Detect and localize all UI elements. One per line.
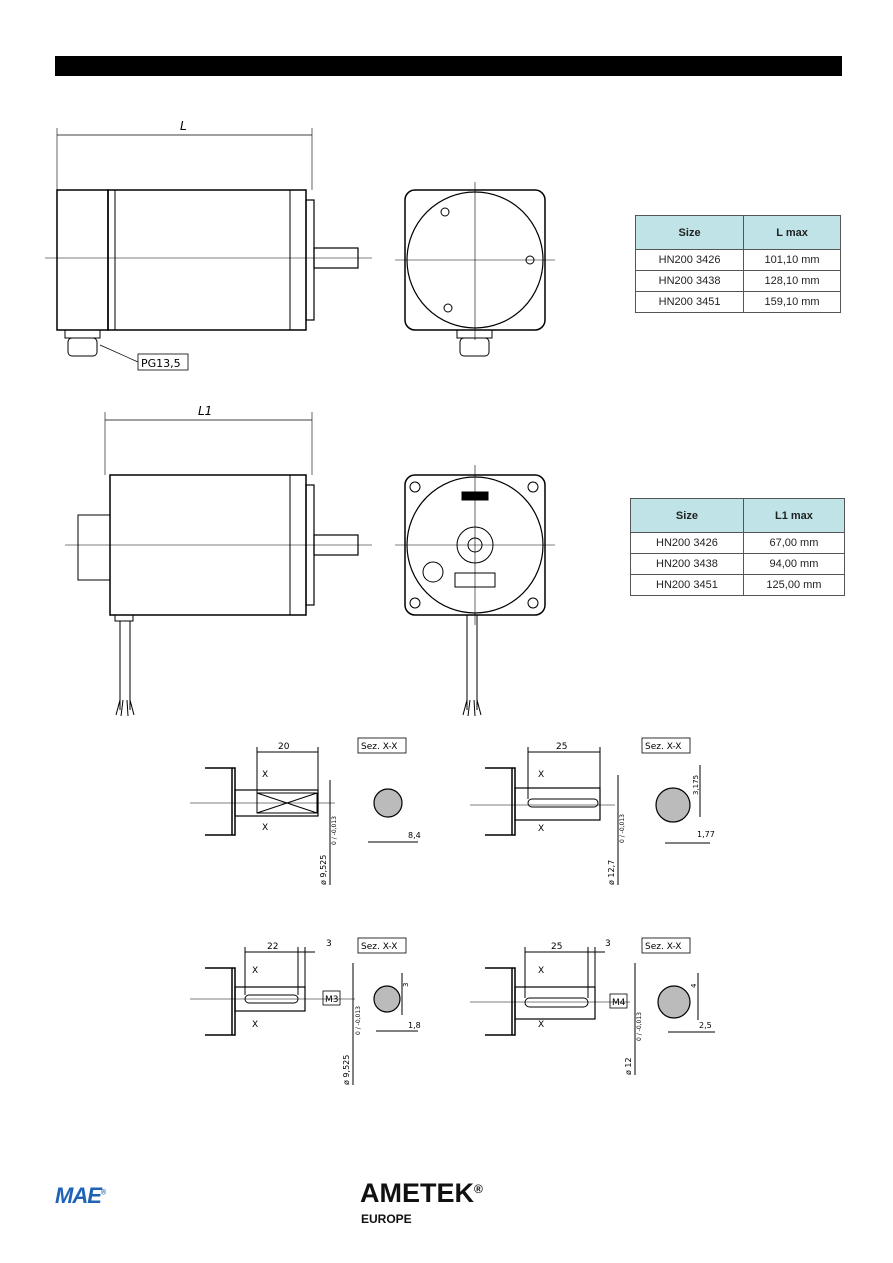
section-label: Sez. X-X <box>645 742 681 752</box>
lmax-cell: 159,10 mm <box>743 291 841 313</box>
shaft-diameter: ø 12,7 <box>607 860 616 885</box>
lmax-cell: 101,10 mm <box>743 249 841 271</box>
thread-label: M3 <box>325 995 339 1005</box>
section-mark: X <box>262 770 268 780</box>
shaft-tolerance: 0 / -0,013 <box>636 1012 643 1041</box>
thread-offset: 3 <box>605 939 611 949</box>
shaft-detail-1: 20 X X ø 9,525 0 / -0,013 Sez. X-X 8,4 <box>190 737 421 885</box>
dim-l1-label: L1 <box>198 404 212 418</box>
size-cell: HN200 3451 <box>634 291 745 313</box>
thread-offset: 3 <box>326 939 332 949</box>
shaft-tolerance: 0 / -0,013 <box>331 816 338 845</box>
shaft-detail-3: M3 22 3 X X ø 9,525 0 / -0,013 Sez. X-X … <box>190 937 421 1085</box>
header-bar <box>55 56 842 76</box>
shaft-length: 25 <box>556 742 567 752</box>
ametek-logo-text: AMETEK <box>360 1178 474 1208</box>
key-width: 3,175 <box>692 775 700 795</box>
shaft-detail-4: M4 25 3 X X ø 12 0 / -0,013 Sez. X-X 4 2… <box>470 937 715 1075</box>
section-mark: X <box>262 823 268 833</box>
europe-label: EUROPE <box>361 1212 412 1226</box>
gland-label: PG13,5 <box>141 357 181 370</box>
motor-side-view-encoderless: L PG13,5 <box>45 119 372 371</box>
key-depth: 2,5 <box>699 1021 712 1030</box>
key-width: 4 <box>690 983 698 988</box>
mae-logo: MAE® <box>55 1183 106 1209</box>
section-mark: X <box>252 966 258 976</box>
col-header-size: Size <box>634 215 745 250</box>
lmax-cell: 128,10 mm <box>743 270 841 292</box>
shaft-detail-2: 25 X X ø 12,7 0 / -0,013 Sez. X-X 3,175 … <box>470 737 715 885</box>
col-header-l1max: L1 max <box>742 498 846 533</box>
section-mark: X <box>538 966 544 976</box>
shaft-length: 20 <box>278 742 290 752</box>
size-cell: HN200 3438 <box>630 553 744 575</box>
mae-logo-text: MAE <box>55 1183 102 1208</box>
section-label: Sez. X-X <box>645 942 681 952</box>
key-depth: 1,77 <box>697 830 715 839</box>
motor-front-view-encoderless <box>395 182 555 357</box>
ametek-logo: AMETEK® <box>360 1178 483 1209</box>
size-cell: HN200 3426 <box>634 249 745 271</box>
col-header-lmax: L max <box>743 215 841 250</box>
l1max-cell: 67,00 mm <box>742 532 846 554</box>
shaft-length: 25 <box>551 942 562 952</box>
section-label: Sez. X-X <box>361 942 397 952</box>
shaft-diameter: ø 9,525 <box>342 1055 351 1085</box>
section-label: Sez. X-X <box>361 742 397 752</box>
section-mark: X <box>538 1020 544 1030</box>
l1max-cell: 125,00 mm <box>742 574 846 596</box>
section-mark: X <box>538 824 544 834</box>
registered-mark: ® <box>100 1189 106 1197</box>
col-header-size: Size <box>630 498 744 533</box>
key-width: 3 <box>402 983 410 987</box>
shaft-diameter: ø 9,525 <box>319 855 328 885</box>
shaft-length: 22 <box>267 942 278 952</box>
key-depth: 1,8 <box>408 1021 421 1030</box>
size-cell: HN200 3426 <box>630 532 744 554</box>
dim-l-label: L <box>180 119 187 133</box>
shaft-tolerance: 0 / -0,013 <box>619 814 626 843</box>
motor-side-view-encoder: L1 <box>65 404 372 717</box>
thread-label: M4 <box>612 998 626 1008</box>
motor-front-view-encoder <box>395 465 555 717</box>
shaft-diameter: ø 12 <box>624 1057 633 1075</box>
l1max-cell: 94,00 mm <box>742 553 846 575</box>
flat-dim: 8,4 <box>408 831 421 840</box>
size-cell: HN200 3438 <box>634 270 745 292</box>
registered-mark: ® <box>474 1182 483 1196</box>
size-cell: HN200 3451 <box>630 574 744 596</box>
shaft-tolerance: 0 / -0,013 <box>355 1006 362 1035</box>
section-mark: X <box>252 1020 258 1030</box>
section-mark: X <box>538 770 544 780</box>
